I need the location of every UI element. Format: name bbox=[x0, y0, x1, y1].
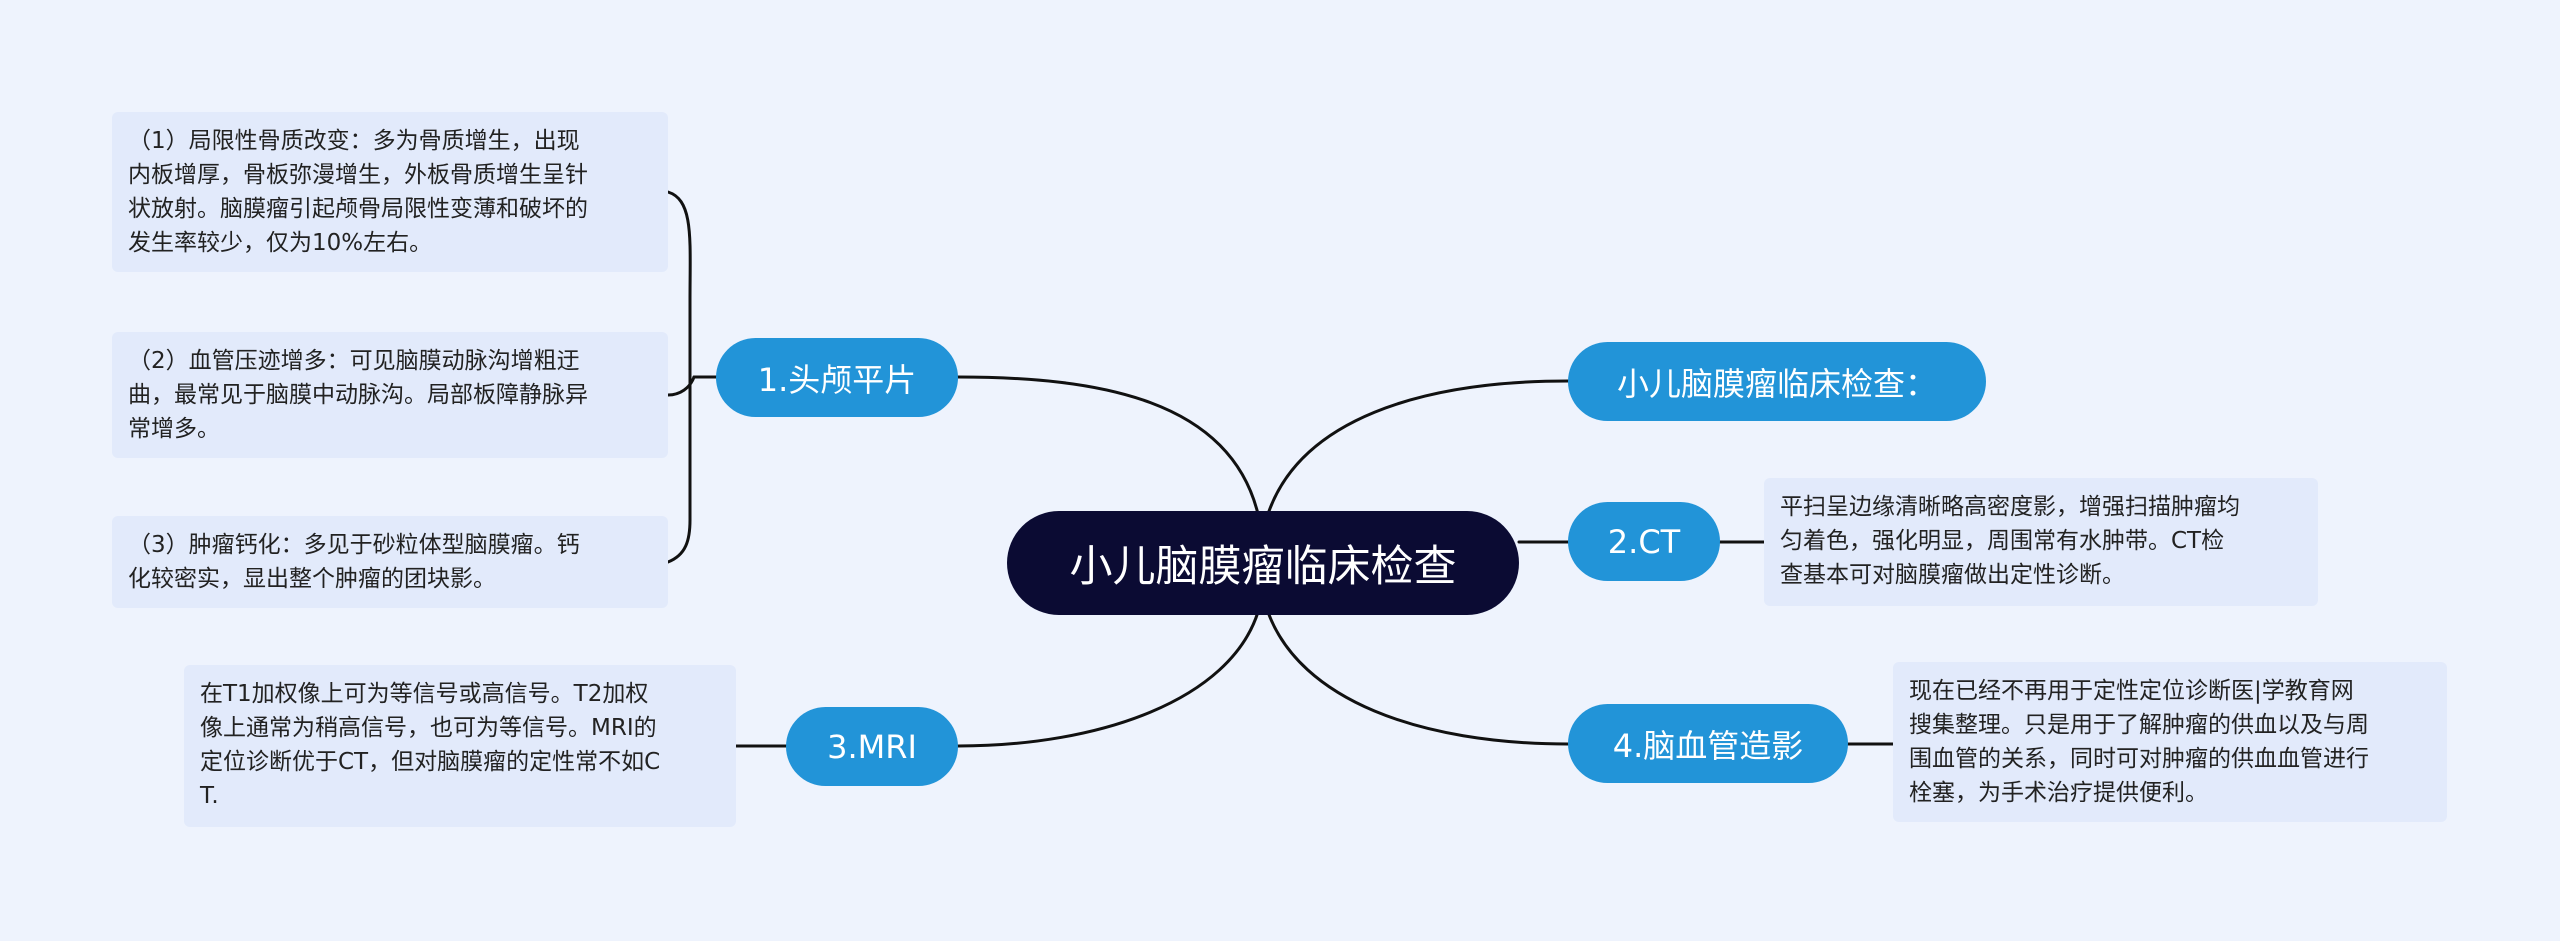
leaf-angiography-detail[interactable]: 现在已经不再用于定性定位诊断医|学教育网 搜集整理。只是用于了解肿瘤的供血以及与… bbox=[1893, 662, 2447, 822]
branch-skull-xray[interactable]: 1.头颅平片 bbox=[716, 338, 958, 417]
branch-mri[interactable]: 3.MRI bbox=[786, 707, 958, 786]
leaf-mri-detail[interactable]: 在T1加权像上可为等信号或高信号。T2加权 像上通常为稍高信号，也可为等信号。M… bbox=[184, 665, 736, 827]
connector-root-to-skull-xray bbox=[956, 375, 1260, 516]
connector-bracket-mid bbox=[666, 375, 696, 397]
leaf-skull-bone-change[interactable]: （1）局限性骨质改变：多为骨质增生，出现 内板增厚，骨板弥漫增生，外板骨质增生呈… bbox=[112, 112, 668, 272]
leaf-skull-vascular-marks[interactable]: （2）血管压迹增多：可见脑膜动脉沟增粗迂 曲，最常见于脑膜中动脉沟。局部板障静脉… bbox=[112, 332, 668, 458]
connector-root-to-title-branch bbox=[1266, 379, 1570, 516]
branch-ct[interactable]: 2.CT bbox=[1568, 502, 1720, 581]
connector-root-to-angiography bbox=[1266, 610, 1570, 746]
branch-title[interactable]: 小儿脑膜瘤临床检查： bbox=[1568, 342, 1986, 421]
leaf-ct-detail[interactable]: 平扫呈边缘清晰略高密度影，增强扫描肿瘤均 匀着色，强化明显，周围常有水肿带。CT… bbox=[1764, 478, 2318, 606]
connector-bracket-top bbox=[666, 190, 692, 564]
central-topic[interactable]: 小儿脑膜瘤临床检查 bbox=[1007, 511, 1519, 615]
branch-angiography[interactable]: 4.脑血管造影 bbox=[1568, 704, 1848, 783]
leaf-skull-calcification[interactable]: （3）肿瘤钙化：多见于砂粒体型脑膜瘤。钙 化较密实，显出整个肿瘤的团块影。 bbox=[112, 516, 668, 608]
connector-root-to-mri bbox=[956, 610, 1260, 748]
